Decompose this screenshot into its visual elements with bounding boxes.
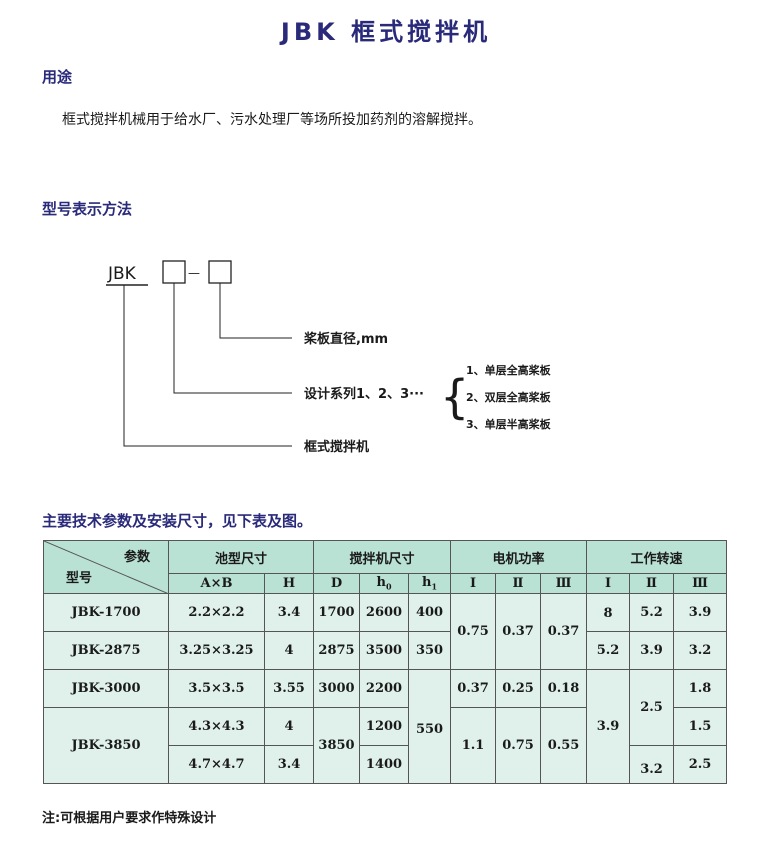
sub-h: H bbox=[263, 573, 315, 594]
cell-s3: 3.2 bbox=[673, 631, 728, 670]
cell-d: 3850 bbox=[313, 707, 361, 784]
cell-s1: 3.9 bbox=[586, 669, 631, 784]
options-brace: { bbox=[440, 370, 469, 424]
cell-h: 3.4 bbox=[263, 593, 315, 632]
corner-params-label: 参数 bbox=[123, 550, 150, 565]
series-option-1: 1、单层全高桨板 bbox=[466, 363, 552, 377]
corner-header: 参数 型号 bbox=[43, 540, 169, 594]
cell-ab: 4.3×4.3 bbox=[168, 707, 265, 746]
parameters-table: 参数 型号 池型尺寸 搅拌机尺寸 电机功率 工作转速 A×B H D h0 h1… bbox=[43, 540, 728, 784]
cell-s3: 2.5 bbox=[673, 745, 728, 784]
cell-d: 1700 bbox=[313, 593, 361, 632]
header-mixer: 搅拌机尺寸 bbox=[313, 540, 452, 574]
cell-p1: 0.37 bbox=[450, 669, 497, 708]
sub-s2: Ⅱ bbox=[629, 573, 675, 594]
cell-s2: 2.5 bbox=[629, 669, 675, 746]
cell-s2: 5.2 bbox=[629, 593, 675, 632]
row-model: JBK-3850 bbox=[43, 707, 169, 784]
sub-h1: h1 bbox=[408, 573, 452, 594]
cell-s1: 8 bbox=[586, 593, 631, 632]
cell-p2: 0.25 bbox=[495, 669, 542, 708]
sub-p3: Ⅲ bbox=[540, 573, 588, 594]
cell-ab: 3.5×3.5 bbox=[168, 669, 265, 708]
sub-ab: A×B bbox=[168, 573, 265, 594]
cell-p1: 1.1 bbox=[450, 707, 497, 784]
cell-h1: 550 bbox=[408, 669, 452, 784]
cell-s3: 1.5 bbox=[673, 707, 728, 746]
series-connector bbox=[173, 283, 292, 394]
model-prefix: JBK bbox=[107, 264, 137, 284]
footnote: 注:可根据用户要求作特殊设计 bbox=[42, 811, 217, 826]
cell-p1: 0.75 bbox=[450, 593, 497, 670]
row-model: JBK-3000 bbox=[43, 669, 169, 708]
usage-heading: 用途 bbox=[42, 68, 73, 86]
cell-ab: 4.7×4.7 bbox=[168, 745, 265, 784]
label-paddle: 桨板直径,mm bbox=[303, 331, 388, 347]
cell-p3: 0.18 bbox=[540, 669, 588, 708]
cell-h0: 1400 bbox=[359, 745, 410, 784]
cell-ab: 3.25×3.25 bbox=[168, 631, 265, 670]
label-series: 设计系列1、2、3··· bbox=[304, 386, 424, 402]
cell-h0: 3500 bbox=[359, 631, 410, 670]
row-model: JBK-2875 bbox=[43, 631, 169, 670]
model-notation-diagram: JBK — 桨板直径,mm 设计系列1、2、3··· 框式搅拌机 { 1、单层全… bbox=[106, 260, 552, 455]
header-speed: 工作转速 bbox=[586, 540, 728, 574]
cell-h0: 2200 bbox=[359, 669, 410, 708]
model-notation-heading: 型号表示方法 bbox=[42, 200, 133, 218]
cell-h1: 350 bbox=[408, 631, 452, 670]
cell-s2: 3.2 bbox=[629, 745, 675, 784]
corner-diagonal bbox=[44, 541, 169, 594]
cell-d: 2875 bbox=[313, 631, 361, 670]
page-title: JBK 框式搅拌机 bbox=[280, 18, 492, 46]
cell-s3: 1.8 bbox=[673, 669, 728, 708]
cell-p3: 0.37 bbox=[540, 593, 588, 670]
cell-p3: 0.55 bbox=[540, 707, 588, 784]
cell-h: 4 bbox=[263, 707, 315, 746]
sub-s1: Ⅰ bbox=[586, 573, 631, 594]
cell-s2: 3.9 bbox=[629, 631, 675, 670]
cell-h: 3.4 bbox=[263, 745, 315, 784]
sub-p1: Ⅰ bbox=[450, 573, 497, 594]
cell-s3: 3.9 bbox=[673, 593, 728, 632]
series-option-2: 2、双层全高桨板 bbox=[466, 390, 552, 404]
cell-p2: 0.75 bbox=[495, 707, 542, 784]
header-pool: 池型尺寸 bbox=[167, 540, 315, 574]
cell-h0: 2600 bbox=[359, 593, 410, 632]
sub-p2: Ⅱ bbox=[495, 573, 542, 594]
cell-p2: 0.37 bbox=[495, 593, 542, 670]
name-connector bbox=[123, 285, 292, 447]
cell-d: 3000 bbox=[313, 669, 361, 708]
paddle-box bbox=[208, 260, 232, 284]
cell-h0: 1200 bbox=[359, 707, 410, 746]
paddle-connector bbox=[219, 283, 292, 339]
corner-model-label: 型号 bbox=[66, 571, 93, 586]
sub-d: D bbox=[313, 573, 361, 594]
usage-text: 框式搅拌机械用于给水厂、污水处理厂等场所投加药剂的溶解搅拌。 bbox=[62, 112, 482, 128]
header-motor: 电机功率 bbox=[450, 540, 588, 574]
cell-h1: 400 bbox=[408, 593, 452, 632]
row-model: JBK-1700 bbox=[43, 593, 169, 632]
cell-ab: 2.2×2.2 bbox=[168, 593, 265, 632]
series-option-3: 3、单层半高桨板 bbox=[466, 417, 552, 431]
params-heading: 主要技术参数及安装尺寸，见下表及图。 bbox=[42, 512, 313, 530]
cell-h: 4 bbox=[263, 631, 315, 670]
sub-s3: Ⅲ bbox=[673, 573, 728, 594]
cell-h: 3.55 bbox=[263, 669, 315, 708]
series-box bbox=[162, 260, 186, 284]
label-name: 框式搅拌机 bbox=[304, 439, 369, 455]
sub-h0: h0 bbox=[359, 573, 410, 594]
cell-s1: 5.2 bbox=[586, 631, 631, 670]
box-dash: — bbox=[188, 266, 200, 280]
